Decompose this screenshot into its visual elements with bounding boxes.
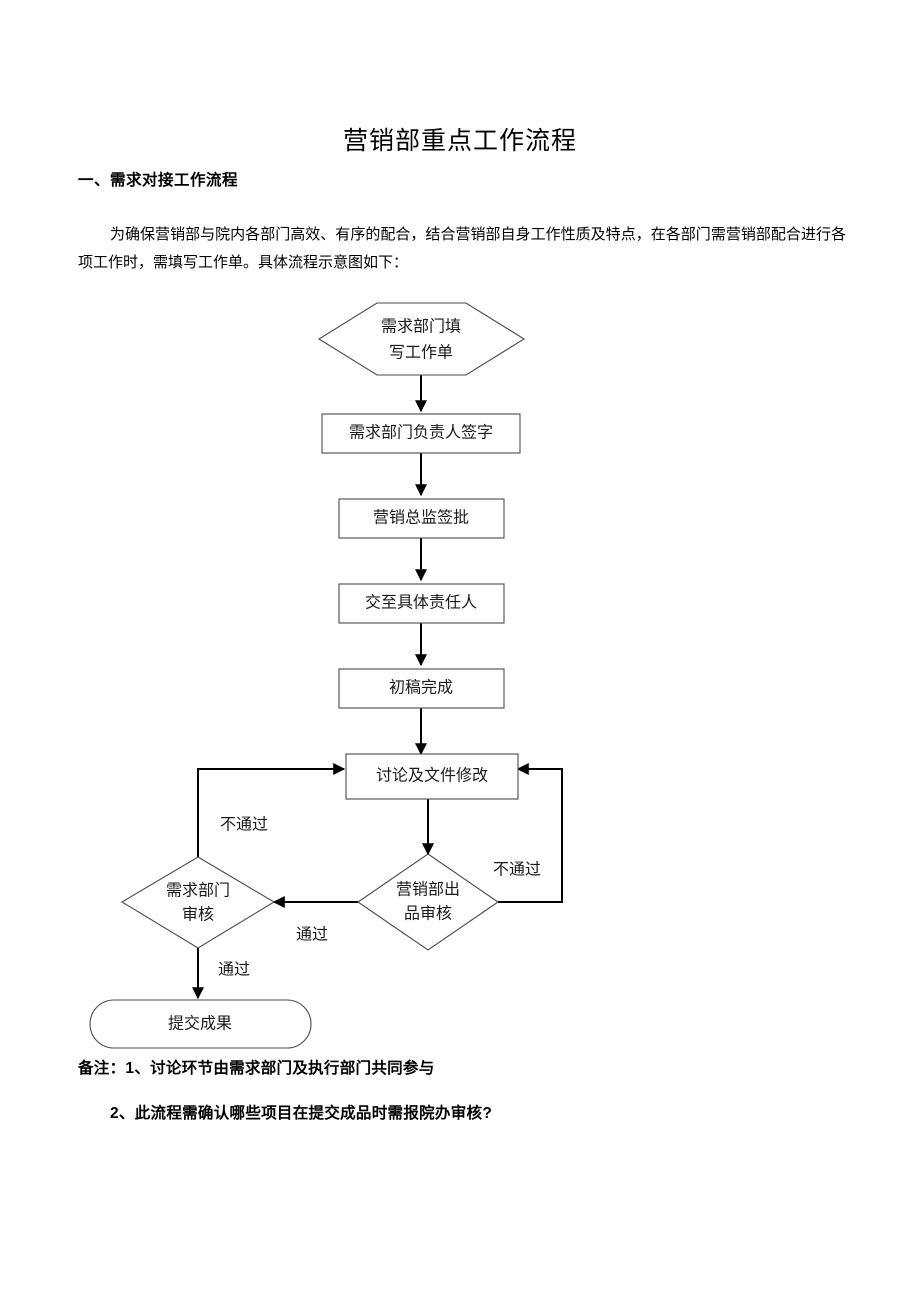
revise-label: 讨论及文件修改 [376,767,488,785]
node-draft: 初稿完成 [338,668,505,709]
node-start: 需求部门填 写工作单 [317,302,526,376]
node-sign: 需求部门负责人签字 [321,413,521,454]
revise-rect-shape [345,753,519,800]
edge-label-marketing-fail: 不通过 [493,861,541,879]
demand-review-label-line1: 需求部门 [166,882,230,900]
intro-paragraph: 为确保营销部与院内各部门高效、有序的配合，结合营销部自身工作性质及特点，在各部门… [78,227,846,271]
flow-connectors [192,375,563,1000]
edge-demand-fail-loop [197,763,346,857]
node-assign: 交至具体责任人 [338,583,505,624]
draft-label: 初稿完成 [389,679,453,697]
node-end: 提交成果 [89,999,312,1049]
marketing-review-label-line1: 营销部出 [396,881,460,899]
assign-rect-shape [338,583,505,624]
sign-label: 需求部门负责人签字 [349,424,493,442]
section-heading: 一、需求对接工作流程 [78,172,239,189]
edge-marketing-fail-loop [498,763,563,903]
workflow-flowchart: 需求部门填 写工作单 需求部门负责人签字 营销总监签批 交至具体责任人 [0,288,920,1063]
node-approve: 营销总监签批 [338,498,505,539]
note-line-2: 2、此流程需确认哪些项目在提交成品时需报院办审核? [110,1105,493,1122]
approve-label: 营销总监签批 [373,509,469,527]
node-marketing-review: 营销部出 品审核 [357,853,499,951]
node-revise: 讨论及文件修改 [345,753,519,800]
end-stadium-shape [89,999,312,1049]
demand-review-label-line2: 审核 [182,906,214,924]
start-hexagon-shape [317,302,526,376]
marketing-review-diamond-shape [357,853,499,951]
marketing-review-label-line2: 品审核 [404,905,452,923]
approve-rect-shape [338,498,505,539]
demand-review-diamond-shape [120,856,276,949]
note-line-1: 备注：1、讨论环节由需求部门及执行部门共同参与 [78,1060,435,1077]
start-label-line1: 需求部门填 [381,318,461,336]
start-label-line2: 写工作单 [389,344,453,362]
flow-edge-labels: 不通过 通过 不通过 通过 [218,816,541,979]
draft-rect-shape [338,668,505,709]
page-title: 营销部重点工作流程 [342,127,577,155]
edge-label-demand-pass: 通过 [218,961,250,979]
node-demand-review: 需求部门 审核 [120,856,276,949]
assign-label: 交至具体责任人 [365,594,477,612]
edge-label-demand-fail: 不通过 [220,816,268,834]
end-label: 提交成果 [168,1015,232,1033]
sign-rect-shape [321,413,521,454]
edge-label-marketing-pass: 通过 [296,926,328,944]
